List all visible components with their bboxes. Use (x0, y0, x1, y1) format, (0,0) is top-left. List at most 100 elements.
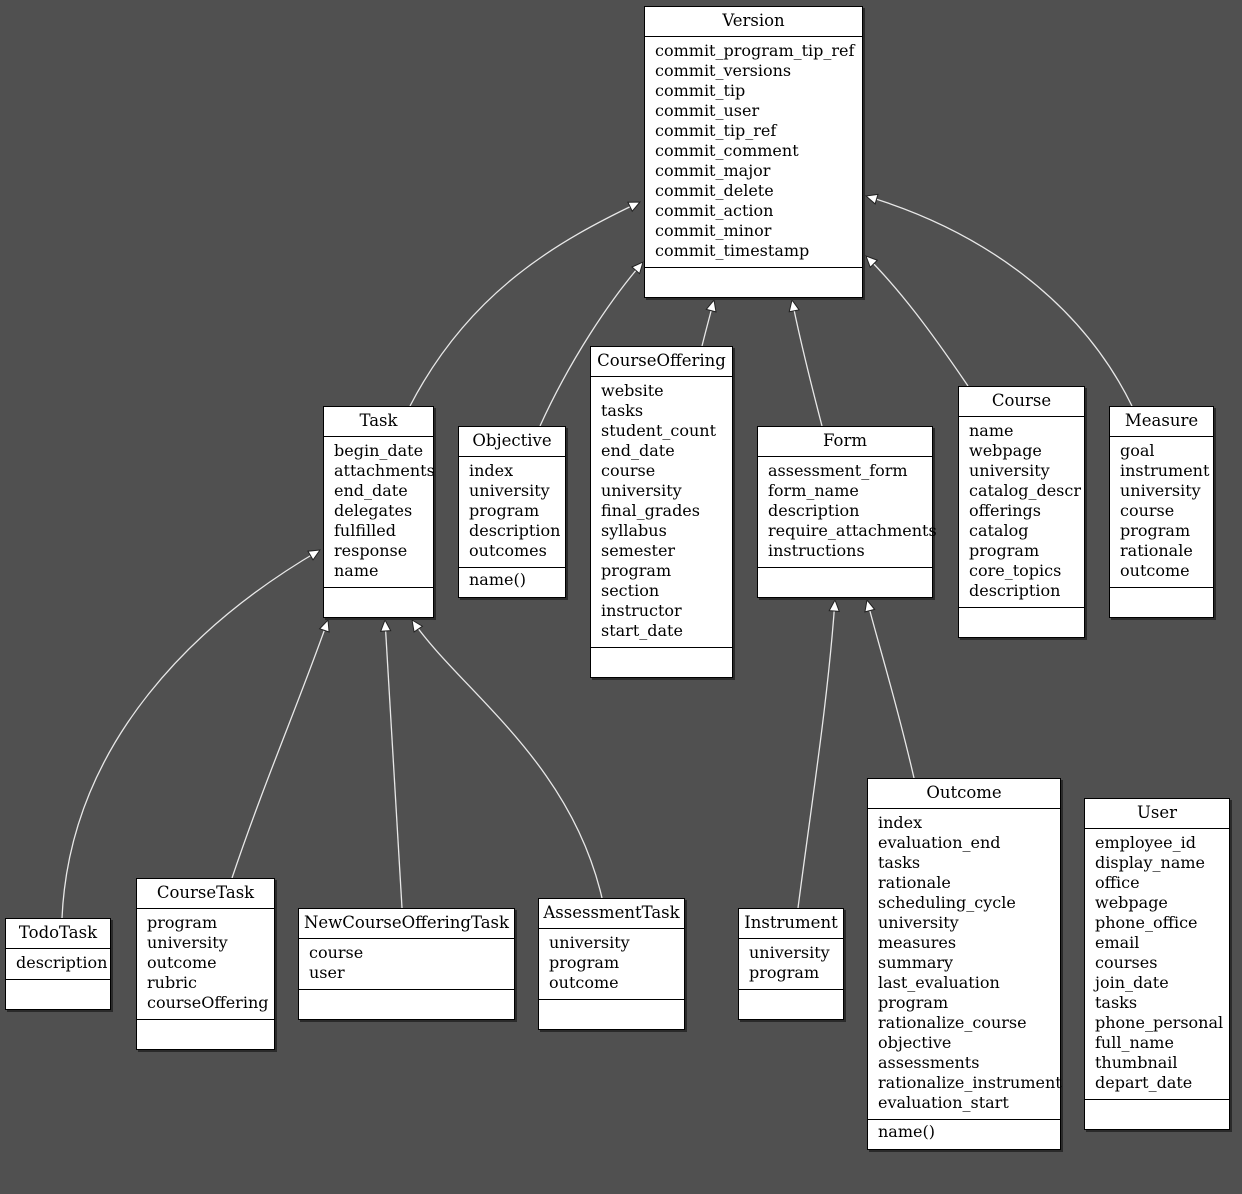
attribute: course (601, 461, 656, 480)
generalization-arrowhead-course-to-version (865, 255, 879, 269)
attribute: goal (1120, 441, 1155, 460)
operation-compartment (645, 268, 862, 297)
attribute: student_count (601, 421, 717, 440)
class-name: Measure (1110, 407, 1213, 437)
attribute: program (469, 501, 540, 520)
attribute: tasks (601, 401, 644, 420)
attribute: instructor (601, 601, 682, 620)
attribute: name (334, 561, 379, 580)
attribute: require_attachments (768, 521, 937, 540)
generalization-line-measure-to-version (865, 195, 1133, 407)
attribute: commit_versions (655, 61, 792, 80)
attribute: full_name (1095, 1033, 1174, 1052)
attribute: summary (878, 953, 954, 972)
class-name: Outcome (868, 779, 1060, 809)
class-name: NewCourseOfferingTask (299, 909, 514, 939)
attribute: catalog_descr (969, 481, 1081, 500)
attribute: outcome (147, 953, 217, 972)
attribute: delegates (334, 501, 413, 520)
attribute: university (469, 481, 550, 500)
attribute: program (969, 541, 1040, 560)
attribute: office (1095, 873, 1140, 892)
class-name: Version (645, 7, 862, 37)
attribute: rationalize_course (878, 1013, 1027, 1032)
attribute: phone_office (1095, 913, 1198, 932)
attribute: thumbnail (1095, 1053, 1178, 1072)
attribute: outcome (549, 973, 619, 992)
class-name: TodoTask (6, 919, 110, 949)
attribute: instrument (1120, 461, 1210, 480)
attribute: assessment_form (768, 461, 908, 480)
operation-compartment (539, 1000, 684, 1029)
operation-compartment (959, 608, 1084, 637)
attribute: rationale (1120, 541, 1193, 560)
attribute: webpage (969, 441, 1042, 460)
attribute: semester (601, 541, 676, 560)
attribute: description (469, 521, 561, 540)
attribute: program (878, 993, 949, 1012)
attribute: index (878, 813, 923, 832)
class-name: CourseTask (137, 879, 274, 909)
attribute: outcomes (469, 541, 547, 560)
attribute: index (469, 461, 514, 480)
operation-compartment: name() (868, 1120, 1060, 1149)
attribute: commit_comment (655, 141, 799, 160)
operation-compartment (1085, 1100, 1229, 1129)
attribute: commit_action (655, 201, 774, 220)
operation-compartment (6, 980, 110, 1009)
attribute: university (969, 461, 1050, 480)
attribute: course (309, 943, 364, 962)
attribute: commit_timestamp (655, 241, 810, 260)
attribute: program (749, 963, 820, 982)
attribute: tasks (1095, 993, 1138, 1012)
attribute: assessments (878, 1053, 980, 1072)
attribute: webpage (1095, 893, 1168, 912)
attribute-compartment: description (6, 949, 110, 980)
class-name: User (1085, 799, 1229, 829)
generalization-line-assessmenttask-to-task (411, 619, 603, 899)
attribute: evaluation_end (878, 833, 1001, 852)
generalization-line-outcome-to-form (866, 599, 915, 779)
attribute: section (601, 581, 660, 600)
attribute: fulfilled (334, 521, 396, 540)
operation-compartment (324, 588, 433, 617)
attribute: user (309, 963, 345, 982)
attribute: measures (878, 933, 957, 952)
attribute: commit_tip_ref (655, 121, 777, 140)
attribute: commit_major (655, 161, 771, 180)
operation-compartment (739, 990, 843, 1019)
attribute: rubric (147, 973, 197, 992)
attribute: university (549, 933, 630, 952)
attribute: website (601, 381, 664, 400)
attribute: start_date (601, 621, 683, 640)
attribute: courses (1095, 953, 1158, 972)
generalization-arrowhead-objective-to-version (631, 261, 644, 275)
attribute: course (1120, 501, 1175, 520)
class-name: AssessmentTask (539, 899, 684, 929)
operation: name() (878, 1122, 935, 1141)
attribute: end_date (334, 481, 408, 500)
attribute: description (768, 501, 860, 520)
generalization-arrowhead-form-to-version (788, 298, 800, 313)
class-name: Instrument (739, 909, 843, 939)
attribute: outcome (1120, 561, 1190, 580)
